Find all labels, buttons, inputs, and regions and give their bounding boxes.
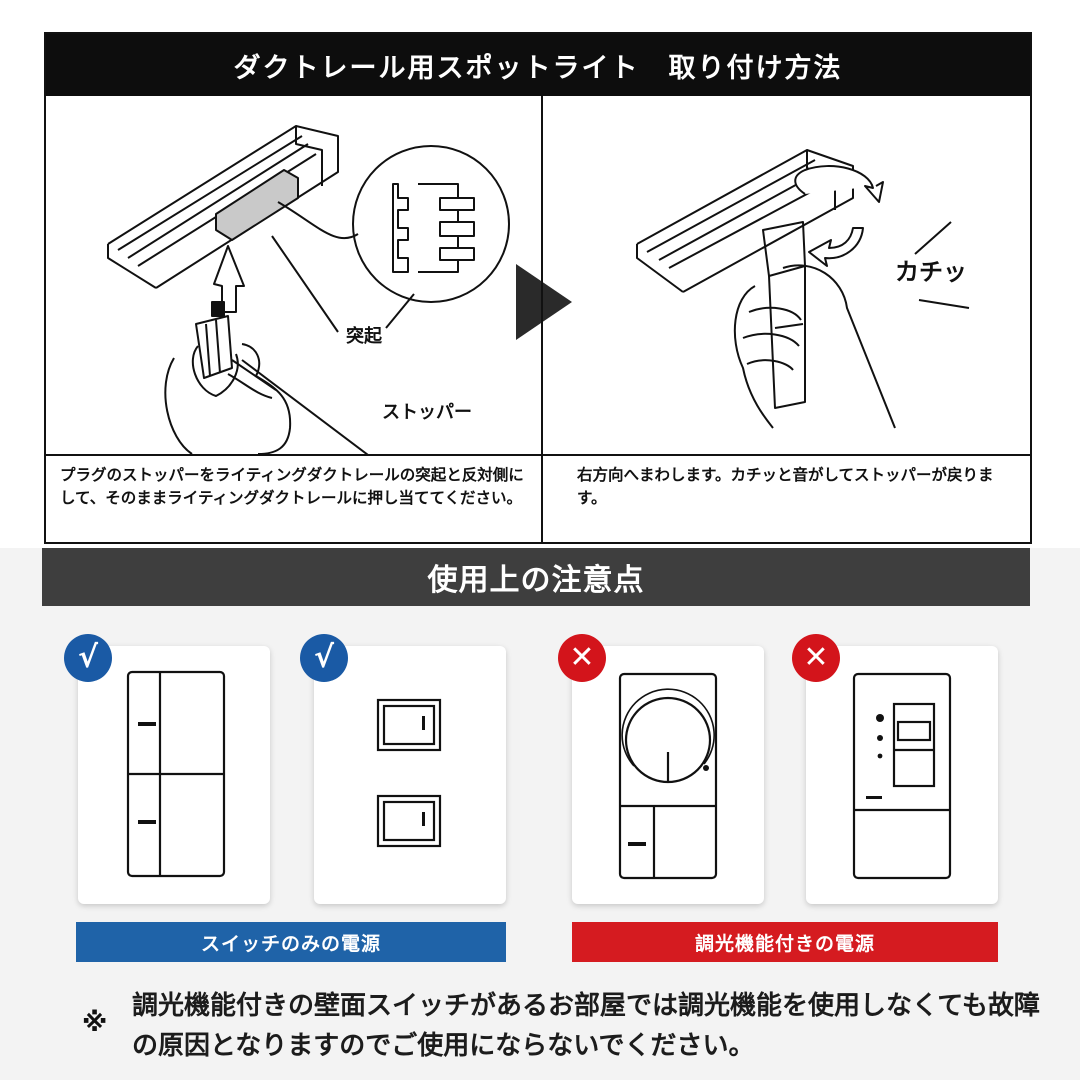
check-icon: √ bbox=[64, 634, 112, 682]
cross-icon: ✕ bbox=[558, 634, 606, 682]
label-click-sound: カチッ bbox=[895, 258, 967, 286]
rail-outline-right bbox=[636, 149, 854, 293]
label-stopper: ストッパー bbox=[382, 402, 472, 423]
rail-slot bbox=[215, 169, 299, 241]
label-protrusion: 突起 bbox=[346, 325, 383, 347]
note-text: 調光機能付きの壁面スイッチがあるお部屋では調光機能を使用しなくても故障の原因とな… bbox=[132, 991, 1040, 1061]
step1-illustration: 突起 ストッパー bbox=[46, 98, 541, 454]
install-title: ダクトレール用スポットライト 取り付け方法 bbox=[46, 34, 1030, 96]
step-divider-vertical bbox=[541, 96, 543, 544]
card-double-rocker-switch bbox=[78, 646, 270, 904]
card-slide-dimmer-switch bbox=[806, 646, 998, 904]
card-dial-dimmer-switch bbox=[572, 646, 764, 904]
plug-body bbox=[195, 315, 233, 379]
push-up-arrow bbox=[213, 245, 245, 313]
rotate-arrow-right-icon bbox=[808, 227, 864, 267]
check-icon: √ bbox=[300, 634, 348, 682]
caution-title: 使用上の注意点 bbox=[42, 548, 1030, 606]
next-step-arrow-icon bbox=[516, 264, 572, 340]
step1-caption: プラグのストッパーをライティングダクトレールの突起と反対側にして、そのままライテ… bbox=[60, 466, 524, 507]
magnifier-circle bbox=[352, 145, 510, 303]
dimmer-power-label: 調光機能付きの電源 bbox=[572, 922, 998, 962]
toggle-switch-icon bbox=[376, 698, 442, 848]
double-rocker-switch-icon bbox=[126, 670, 226, 878]
step2-caption: 右方向へまわします。カチッと音がしてストッパーが戻ります。 bbox=[577, 466, 994, 507]
step2-illustration: カチッ bbox=[543, 98, 1032, 454]
note-mark: ※ bbox=[82, 1008, 108, 1038]
install-guide-panel: ダクトレール用スポットライト 取り付け方法 bbox=[44, 32, 1032, 544]
rotate-arrow-top-icon bbox=[794, 165, 884, 203]
cross-icon: ✕ bbox=[792, 634, 840, 682]
step-divider-horizontal bbox=[46, 454, 1030, 456]
step2-drawing: カチッ bbox=[636, 149, 970, 429]
switch-only-power-label: スイッチのみの電源 bbox=[76, 922, 506, 962]
slide-dimmer-switch-icon bbox=[852, 672, 952, 880]
card-toggle-switch bbox=[314, 646, 506, 904]
dial-dimmer-switch-icon bbox=[618, 672, 718, 880]
step1-drawing: 突起 ストッパー bbox=[107, 125, 510, 454]
